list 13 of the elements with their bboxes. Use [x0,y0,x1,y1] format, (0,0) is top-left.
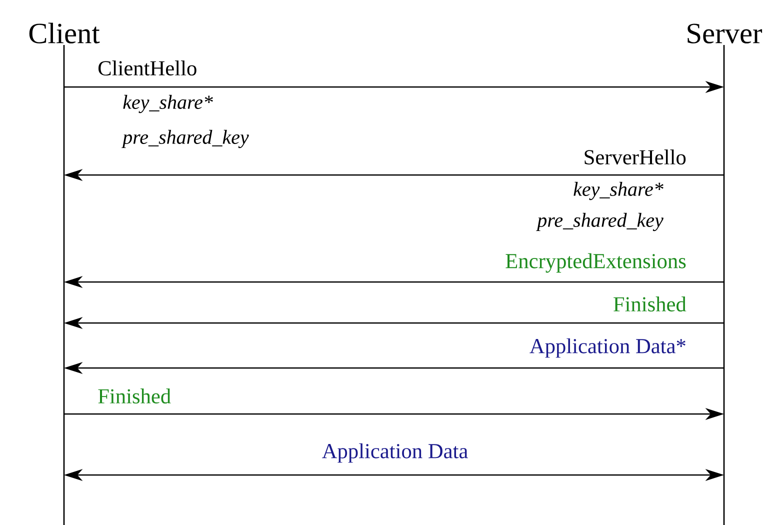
extension-label: key_share* [123,94,213,114]
message-label: ClientHello [98,60,196,76]
message-label: Finished [98,388,171,404]
participant-label: Client [29,22,100,44]
message-label: Finished [614,296,686,312]
message-label: Application Data* [530,338,686,358]
extension-label: key_share* [574,182,664,200]
message-label: ServerHello [584,150,686,164]
extension-label: pre_shared_key [536,212,664,232]
participant-label: Server [688,24,762,44]
message-label: Application Data [322,443,468,463]
message-label: EncryptedExtensions [506,253,686,273]
extension-label: pre_shared_key [121,130,249,148]
